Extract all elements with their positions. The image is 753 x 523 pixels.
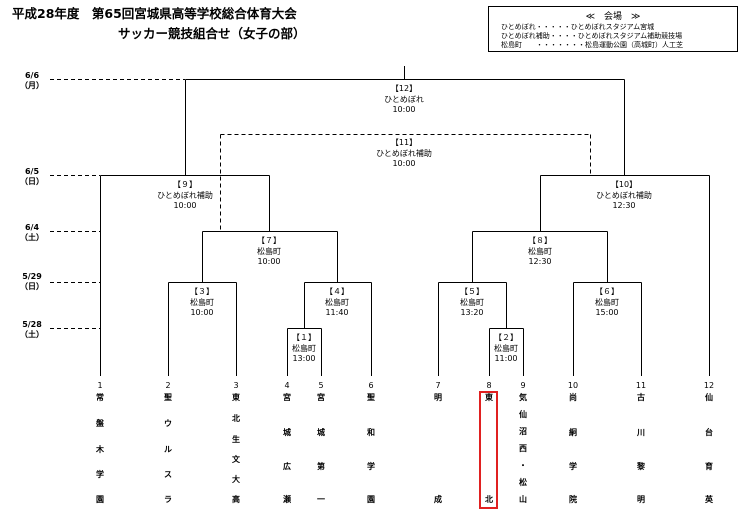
team-number-12: 12 — [703, 381, 715, 390]
team-12-char: 台 — [705, 428, 713, 437]
team-8-char: 北 — [485, 495, 493, 504]
team-number-6: 6 — [368, 381, 374, 390]
team-2-char: ル — [164, 445, 172, 454]
team-6-char: 園 — [367, 495, 375, 504]
date-label-0604: 6/4（土） — [20, 223, 44, 242]
team-10-char: 学 — [569, 462, 577, 471]
team-6-char: 和 — [367, 428, 375, 437]
team-6-char: 学 — [367, 462, 375, 471]
team-4-char: 宮 — [283, 393, 291, 402]
team-1-char: 常 — [96, 393, 104, 402]
page-title: 平成28年度 第65回宮城県高等学校総合体育大会 — [12, 6, 297, 21]
team-5-char: 一 — [317, 495, 325, 504]
team-2-char: 聖 — [164, 393, 172, 402]
team-12-char: 仙 — [705, 393, 713, 402]
team-number-11: 11 — [635, 381, 647, 390]
team-number-8: 8 — [486, 381, 492, 390]
team-7-char: 成 — [434, 495, 442, 504]
team-4-char: 瀬 — [283, 495, 291, 504]
venue-legend: ≪ 会場 ≫ ひとめぼれ・・・・・ひとめぼれスタジアム宮城 ひとめぼれ補助・・・… — [488, 6, 738, 52]
team-10-char: 院 — [569, 495, 577, 504]
team-9-char: ・ — [519, 461, 527, 470]
team-12-char: 英 — [705, 495, 713, 504]
team-7-char: 明 — [434, 393, 442, 402]
team-2-char: ラ — [164, 495, 172, 504]
team-number-5: 5 — [318, 381, 324, 390]
page-subtitle: サッカー競技組合せ（女子の部） — [118, 26, 306, 41]
team-2-char: ウ — [164, 419, 172, 428]
team-12-char: 育 — [705, 462, 713, 471]
team-9-char: 山 — [519, 495, 527, 504]
team-number-3: 3 — [233, 381, 239, 390]
team-number-1: 1 — [97, 381, 103, 390]
date-label-0605: 6/5（日） — [20, 167, 44, 186]
team-1-char: 盤 — [96, 419, 104, 428]
team-number-9: 9 — [520, 381, 526, 390]
date-label-0529: 5/29（日） — [20, 272, 44, 291]
team-9-char: 沼 — [519, 427, 527, 436]
team-number-7: 7 — [435, 381, 441, 390]
date-label-0606: 6/6（月） — [20, 71, 44, 90]
team-2-char: ス — [164, 470, 172, 479]
team-10-char: 絅 — [569, 428, 577, 437]
legend-row-1: ひとめぼれ・・・・・ひとめぼれスタジアム宮城 — [501, 23, 655, 31]
team-9-char: 仙 — [519, 410, 527, 419]
team-8-char: 東 — [485, 393, 493, 402]
team-10-char: 尚 — [569, 393, 577, 402]
team-5-char: 宮 — [317, 393, 325, 402]
team-4-char: 城 — [283, 428, 291, 437]
team-6-char: 聖 — [367, 393, 375, 402]
team-4-char: 広 — [283, 462, 291, 471]
team-8-highlight-box — [479, 391, 498, 509]
legend-heading: ≪ 会場 ≫ — [585, 12, 641, 22]
team-5-char: 城 — [317, 428, 325, 437]
date-label-0528: 5/28（土） — [20, 320, 44, 339]
team-3-char: 北 — [232, 414, 240, 423]
team-3-char: 東 — [232, 393, 240, 402]
team-3-char: 大 — [232, 475, 240, 484]
team-11-char: 黎 — [637, 462, 645, 471]
team-number-10: 10 — [567, 381, 579, 390]
team-11-char: 川 — [637, 428, 645, 437]
team-3-char: 生 — [232, 435, 240, 444]
team-number-2: 2 — [165, 381, 171, 390]
team-9-char: 気 — [519, 393, 527, 402]
team-1-char: 園 — [96, 495, 104, 504]
team-1-char: 学 — [96, 470, 104, 479]
legend-row-3: 松島町 ・・・・・・・松島運動公園（高城町）人工芝 — [501, 41, 683, 49]
team-3-char: 高 — [232, 495, 240, 504]
team-9-char: 西 — [519, 444, 527, 453]
legend-row-2: ひとめぼれ補助・・・・ひとめぼれスタジアム補助競技場 — [501, 32, 683, 40]
team-11-char: 古 — [637, 393, 645, 402]
team-11-char: 明 — [637, 495, 645, 504]
team-3-char: 文 — [232, 455, 240, 464]
team-9-char: 松 — [519, 478, 527, 487]
team-number-4: 4 — [284, 381, 290, 390]
team-1-char: 木 — [96, 445, 104, 454]
team-5-char: 第 — [317, 462, 325, 471]
